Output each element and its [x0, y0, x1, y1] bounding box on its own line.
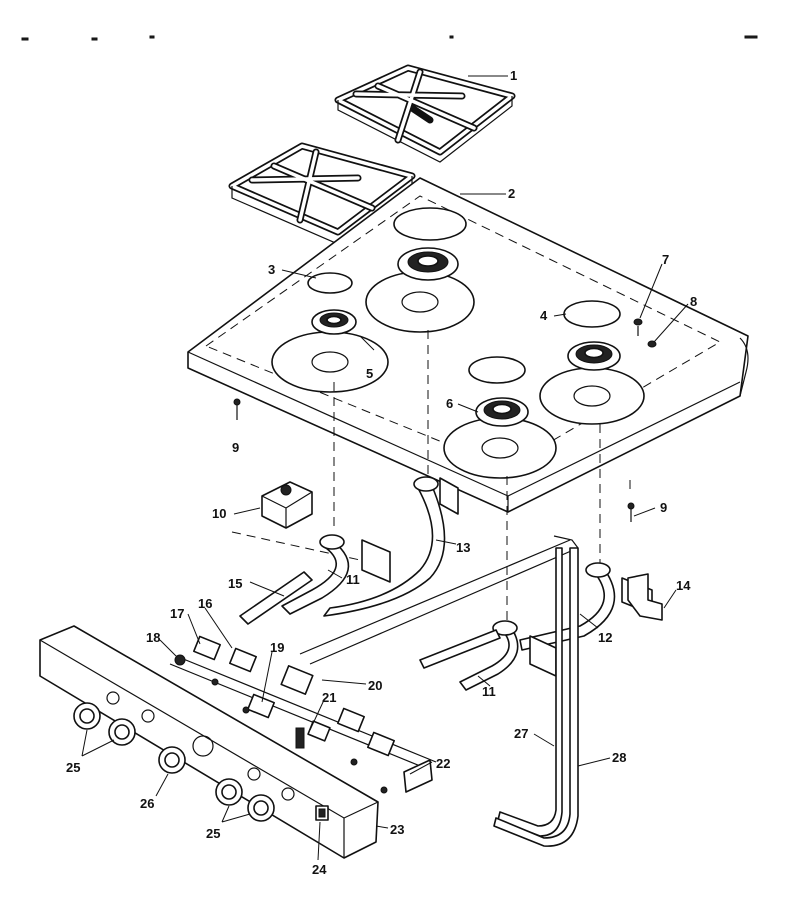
callout-19: 19: [270, 640, 284, 655]
callout-12: 12: [598, 630, 612, 645]
callout-25-right: 25: [206, 826, 220, 841]
callout-8: 8: [690, 294, 697, 309]
callout-15: 15: [228, 576, 242, 591]
callout-6: 6: [446, 396, 453, 411]
valves: [169, 635, 437, 794]
callout-3: 3: [268, 262, 275, 277]
callout-22: 22: [436, 756, 450, 771]
burner-caps: [307, 207, 621, 384]
callout-9-left: 9: [232, 440, 239, 455]
callout-2: 2: [508, 186, 515, 201]
cooktop-panel: [187, 177, 749, 513]
callout-21: 21: [322, 690, 336, 705]
callout-20: 20: [368, 678, 382, 693]
callout-25-left: 25: [66, 760, 80, 775]
callout-28: 28: [612, 750, 626, 765]
callout-16: 16: [198, 596, 212, 611]
callout-14: 14: [676, 578, 691, 593]
callout-11-upper: 11: [346, 572, 360, 587]
callout-1: 1: [510, 68, 517, 83]
grate-left: [228, 142, 416, 245]
grate-right: [334, 64, 516, 163]
callout-23: 23: [390, 822, 404, 837]
bracket-14: [627, 573, 663, 621]
screws: [233, 318, 657, 522]
callout-26: 26: [140, 796, 154, 811]
callout-9-right: 9: [660, 500, 667, 515]
scan-marks: [21, 35, 758, 41]
control-panel: [39, 625, 379, 859]
callout-10: 10: [212, 506, 226, 521]
callout-11-lower: 11: [482, 684, 496, 699]
burners: [271, 247, 645, 479]
leader-lines: [81, 75, 689, 861]
switch-24: [315, 805, 329, 821]
knobs: [73, 702, 275, 822]
callout-24: 24: [312, 862, 327, 877]
callout-27: 27: [514, 726, 528, 741]
spark-module: [261, 481, 313, 529]
callout-5: 5: [366, 366, 373, 381]
callout-labels: 1 2 3 4 5 6 7 8 9 9 10 11 11 12 13 14 15…: [66, 68, 697, 877]
callout-7: 7: [662, 252, 669, 267]
callout-13: 13: [456, 540, 470, 555]
callout-4: 4: [540, 308, 548, 323]
callout-17: 17: [170, 606, 184, 621]
callout-18: 18: [146, 630, 160, 645]
